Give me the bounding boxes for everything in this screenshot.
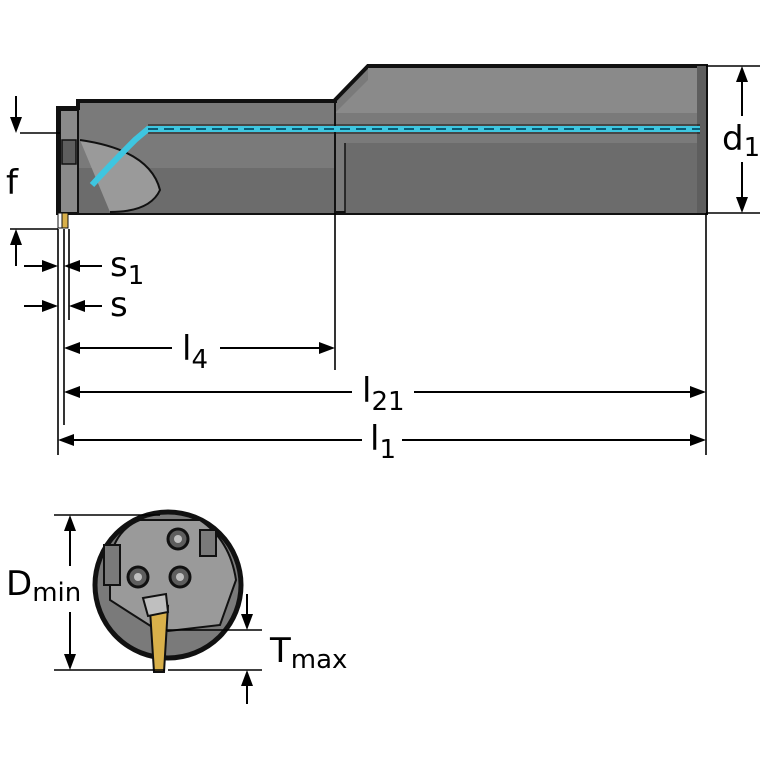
label-s1: s1 xyxy=(110,245,144,291)
head-curve xyxy=(79,139,162,213)
dimension-l1: l1 xyxy=(58,419,706,465)
blade-strip xyxy=(57,212,63,229)
head-notch xyxy=(61,139,77,165)
front-slot-left xyxy=(103,544,121,586)
front-view xyxy=(92,509,244,673)
dimension-l21: l21 xyxy=(64,371,706,417)
coolant-channel xyxy=(89,126,700,188)
shank-end-shade xyxy=(697,66,706,213)
dimension-d1: d1 xyxy=(718,66,764,213)
label-l4: l4 xyxy=(182,329,208,375)
dimension-l4: l4 xyxy=(64,329,335,375)
shank-top-band xyxy=(335,68,697,113)
side-view xyxy=(20,64,708,229)
label-tmax: Tmax xyxy=(269,631,347,675)
dimension-dmin: Dmin xyxy=(4,514,165,671)
label-s: s xyxy=(110,285,128,325)
label-l21: l21 xyxy=(362,371,405,417)
dimension-f: f xyxy=(6,96,22,266)
screw-icon xyxy=(166,527,190,551)
dimension-s1: s1 xyxy=(24,245,144,291)
screw-icon xyxy=(126,565,150,589)
label-dmin: Dmin xyxy=(6,564,81,608)
label-l1: l1 xyxy=(370,419,396,465)
screw-icon xyxy=(168,565,192,589)
front-slot-right xyxy=(199,529,217,557)
label-d1: d1 xyxy=(722,119,760,163)
extension-lines xyxy=(10,65,760,455)
dimension-s: s xyxy=(24,285,128,325)
label-f: f xyxy=(6,163,19,203)
front-clamp xyxy=(141,592,170,618)
shank-lower-shade xyxy=(345,143,697,213)
dimension-tmax: Tmax xyxy=(166,594,347,704)
